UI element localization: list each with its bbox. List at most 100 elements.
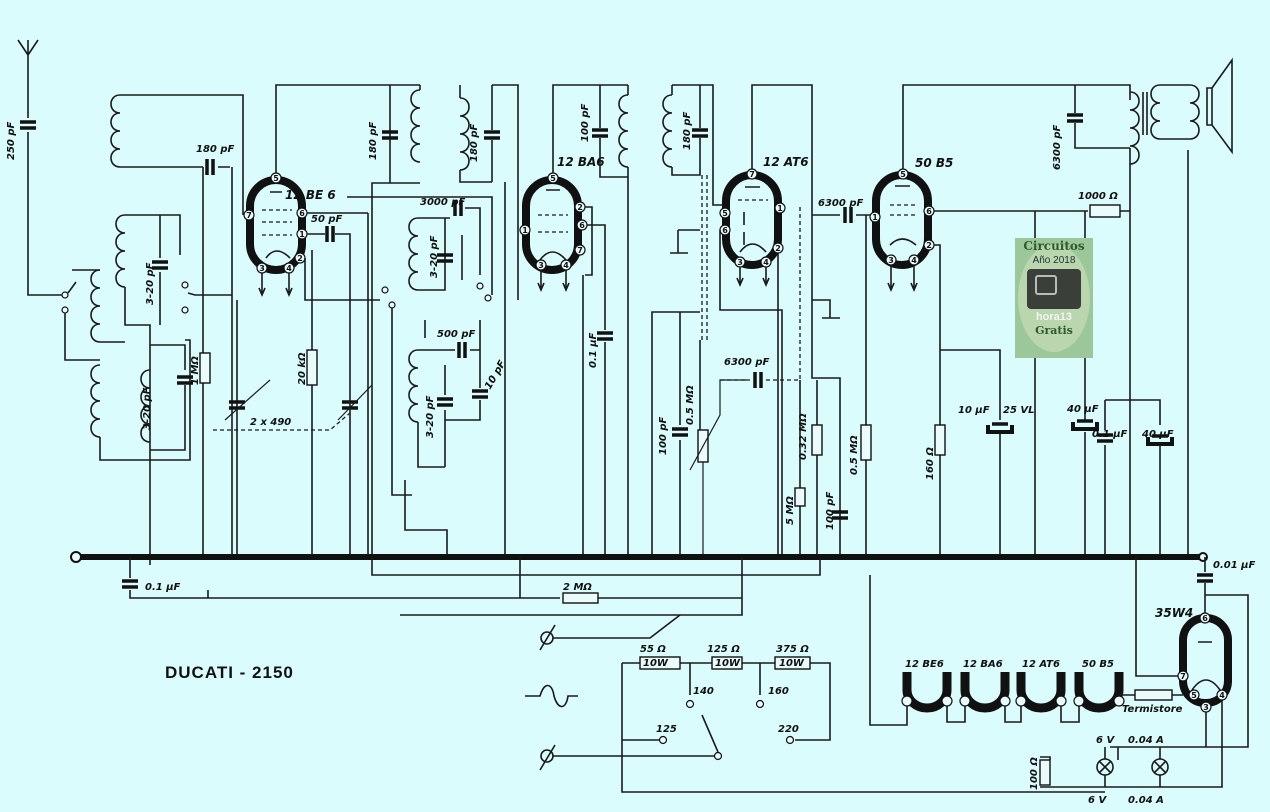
svg-text:4: 4 bbox=[563, 261, 569, 270]
thermistor-label: Termistore bbox=[1122, 704, 1183, 715]
svg-text:3: 3 bbox=[1203, 703, 1209, 712]
cap-01uf-label-1: 0.1 μF bbox=[588, 332, 599, 368]
cap-180pf-label-1: 180 pF bbox=[196, 144, 235, 155]
cap-50pf-label: 50 pF bbox=[311, 214, 343, 225]
cap-180pf-label-3: 180 pF bbox=[469, 123, 480, 162]
resistor-5m bbox=[794, 487, 806, 507]
ground-bus bbox=[70, 551, 1208, 563]
svg-text:4: 4 bbox=[911, 256, 917, 265]
svg-text:2: 2 bbox=[926, 241, 932, 250]
cap-180pf-label-4: 180 pF bbox=[682, 111, 693, 150]
svg-text:3: 3 bbox=[888, 256, 894, 265]
cap-500pf-label: 500 pF bbox=[437, 329, 476, 340]
svg-text:6: 6 bbox=[722, 226, 728, 235]
tube-12ba6: 5 2 1 6 7 3 4 bbox=[519, 172, 588, 293]
logo-tv-image bbox=[1027, 269, 1081, 309]
svg-text:3: 3 bbox=[737, 258, 743, 267]
pilot-lamps bbox=[1039, 747, 1180, 788]
speaker-icon bbox=[1206, 57, 1233, 155]
trimmer-label-2: 3-20 pF bbox=[142, 387, 153, 430]
cap-100pf-label-1: 100 pF bbox=[580, 103, 591, 142]
tap-220-label: 220 bbox=[778, 724, 799, 735]
tap-125[interactable] bbox=[658, 735, 668, 745]
lamp-current-bottom: 0.04 A bbox=[1128, 795, 1164, 806]
res-20k-label: 20 kΩ bbox=[297, 352, 308, 385]
tube-12at6: 7 5 6 1 2 3 4 bbox=[719, 168, 786, 288]
svg-text:4: 4 bbox=[1219, 691, 1225, 700]
resistor-160 bbox=[934, 424, 946, 456]
cap-180pf-label-2: 180 pF bbox=[368, 121, 379, 160]
res-05m-label: 0.5 MΩ bbox=[849, 435, 860, 475]
svg-text:1: 1 bbox=[777, 204, 783, 213]
res-100-label: 100 Ω bbox=[1029, 757, 1040, 790]
cap-10uf-label: 10 μF bbox=[958, 405, 990, 416]
heater-label-12be6: 12 BE6 bbox=[905, 659, 944, 670]
tube-35w4: 6 7 5 3 4 bbox=[1177, 612, 1232, 713]
lamp-current-top: 0.04 A bbox=[1128, 735, 1164, 746]
svg-text:6: 6 bbox=[579, 221, 585, 230]
lamp-voltage-bottom: 6 V bbox=[1088, 795, 1107, 806]
tap-220[interactable] bbox=[785, 735, 795, 745]
resistor-375 bbox=[774, 656, 811, 670]
logo-line-4: Gratis bbox=[1035, 324, 1073, 337]
mains-plug-1 bbox=[539, 614, 681, 651]
cap-001uf-label: 0.01 μF bbox=[1213, 560, 1256, 571]
watermark-logo: Circuitos Año 2018 hora13 Gratis bbox=[1015, 238, 1093, 358]
antenna-cap-label: 250 pF bbox=[6, 121, 17, 160]
svg-text:5: 5 bbox=[900, 170, 906, 179]
tube-50b5: 5 1 6 2 3 4 bbox=[869, 168, 935, 293]
svg-text:5: 5 bbox=[722, 209, 728, 218]
tap-160-label: 160 bbox=[768, 686, 789, 697]
cap-6300pf-label-1: 6300 pF bbox=[724, 357, 769, 368]
antenna-icon bbox=[17, 39, 62, 296]
tube-label-12ba6: 12 BA6 bbox=[557, 155, 605, 169]
logo-line-1: Circuitos bbox=[1023, 239, 1085, 253]
res-55-watt: 10W bbox=[643, 658, 669, 669]
svg-text:7: 7 bbox=[577, 246, 583, 255]
cap-3000pf-label: 3000 pF bbox=[420, 197, 465, 208]
res-125-watt: 10W bbox=[715, 658, 741, 669]
res-375-label: 375 Ω bbox=[776, 644, 809, 655]
resistor-032m bbox=[811, 424, 823, 456]
cap-40uf-label-1: 40 μF bbox=[1066, 404, 1099, 415]
svg-text:3: 3 bbox=[259, 264, 265, 273]
tube-label-50b5: 50 B5 bbox=[915, 156, 953, 170]
logo-line-3: hora13 bbox=[1035, 311, 1073, 323]
resistor-05m bbox=[860, 424, 872, 461]
tube-label-12at6: 12 AT6 bbox=[763, 155, 809, 169]
svg-text:5: 5 bbox=[550, 174, 556, 183]
svg-text:6: 6 bbox=[299, 209, 305, 218]
svg-text:2: 2 bbox=[775, 244, 781, 253]
tap-140-label: 140 bbox=[693, 686, 714, 697]
heater-label-12ba6: 12 BA6 bbox=[963, 659, 1003, 670]
svg-text:6: 6 bbox=[926, 207, 932, 216]
tube-label-12be6: 12 BE 6 bbox=[285, 188, 336, 202]
svg-text:6: 6 bbox=[1202, 614, 1208, 623]
res-55-label: 55 Ω bbox=[640, 644, 666, 655]
svg-text:1: 1 bbox=[872, 213, 878, 222]
voltage-25vl-label: 25 VL bbox=[1003, 405, 1035, 416]
res-375-watt: 10W bbox=[779, 658, 805, 669]
cap-01uf-label-3: 0.1 μF bbox=[145, 582, 181, 593]
tap-140[interactable] bbox=[685, 699, 695, 709]
res-1000-label: 1000 Ω bbox=[1078, 191, 1118, 202]
tap-160[interactable] bbox=[755, 699, 765, 709]
lamp-voltage-top: 6 V bbox=[1096, 735, 1115, 746]
cap-40uf-label-2: 40 μF bbox=[1141, 429, 1174, 440]
page-title: DUCATI - 2150 bbox=[165, 663, 294, 682]
res-032m-label: 0.32 MΩ bbox=[798, 413, 809, 460]
svg-text:7: 7 bbox=[749, 170, 755, 179]
selector-pivot[interactable] bbox=[713, 751, 723, 761]
gang-cap-label: 2 x 490 bbox=[250, 417, 291, 428]
svg-text:2: 2 bbox=[297, 254, 303, 263]
svg-text:1: 1 bbox=[299, 230, 305, 239]
svg-text:5: 5 bbox=[1191, 691, 1197, 700]
svg-text:4: 4 bbox=[286, 264, 292, 273]
resistor-1000 bbox=[1089, 204, 1121, 218]
res-5m-label: 5 MΩ bbox=[785, 496, 796, 525]
trimmer-label-3: 3-20 pF bbox=[429, 235, 440, 278]
resistor-2m bbox=[562, 592, 599, 604]
svg-text:2: 2 bbox=[577, 203, 583, 212]
